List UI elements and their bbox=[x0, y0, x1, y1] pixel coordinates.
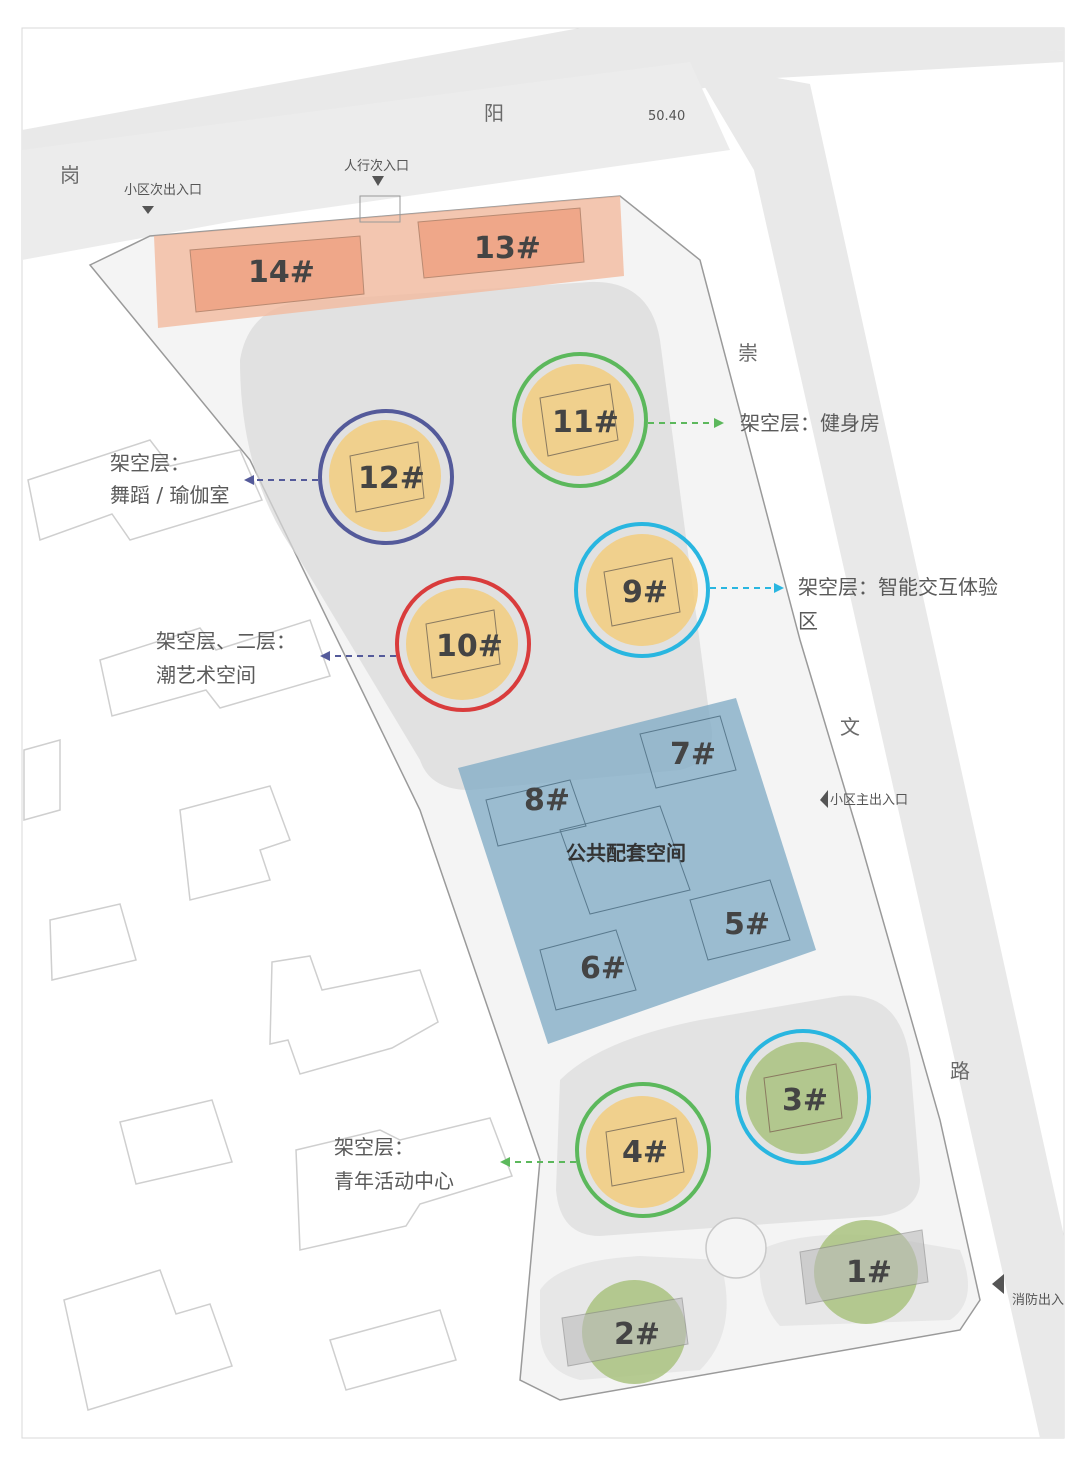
road-char-lu: 路 bbox=[950, 1059, 970, 1083]
building-9-label: 9# bbox=[622, 575, 668, 610]
east-road bbox=[690, 62, 1064, 1438]
ring-10 bbox=[395, 576, 531, 712]
neighbor-buildings bbox=[23, 439, 513, 1411]
building-6-label: 6# bbox=[580, 951, 626, 986]
building-13-label: 13# bbox=[474, 231, 541, 266]
road-char-chong: 崇 bbox=[738, 341, 758, 365]
building-5-label: 5# bbox=[724, 907, 770, 942]
building-8-label: 8# bbox=[524, 783, 570, 818]
tower-footprints-grey bbox=[561, 1229, 929, 1367]
pedestrian-entrance-label: 人行次入口 bbox=[344, 158, 409, 174]
annotation-10-line1: 架空层、二层： bbox=[156, 629, 296, 653]
gate-box bbox=[359, 195, 401, 223]
building-10-label: 10# bbox=[436, 629, 503, 664]
roundabout bbox=[705, 1217, 767, 1279]
fill-12 bbox=[329, 420, 441, 532]
center-facility-label: 公共配套空间 bbox=[566, 841, 686, 865]
building-11-label: 11# bbox=[552, 405, 619, 440]
center-facility-block bbox=[458, 698, 816, 1044]
road-char-gang: 岗 bbox=[60, 163, 80, 187]
fill-3 bbox=[746, 1042, 858, 1154]
building-1-label: 1# bbox=[846, 1255, 892, 1290]
ring-3 bbox=[735, 1029, 871, 1165]
secondary-entrance-label: 小区次出入口 bbox=[124, 182, 202, 198]
annotation-11: 架空层：健身房 bbox=[740, 411, 880, 435]
road-char-yang: 阳 bbox=[484, 101, 504, 125]
arrowhead-4 bbox=[500, 1157, 510, 1167]
arrowhead-12 bbox=[244, 475, 254, 485]
tiny-mark: 50.40 bbox=[648, 109, 685, 124]
arrowhead-10 bbox=[320, 651, 330, 661]
north-road bbox=[22, 28, 1064, 196]
band-building-outlines bbox=[189, 207, 585, 313]
leader-arrows bbox=[252, 422, 776, 1163]
north-road-main bbox=[22, 62, 730, 260]
road-char-wen: 文 bbox=[840, 715, 860, 739]
annotation-12-line2: 舞蹈 / 瑜伽室 bbox=[110, 483, 229, 507]
fire-entrance-label: 消防出入 bbox=[1012, 1292, 1064, 1308]
building-2-label: 2# bbox=[614, 1317, 660, 1352]
tower-footprints bbox=[349, 383, 843, 1187]
annotation-9-line2: 区 bbox=[798, 609, 818, 633]
arrowhead-9 bbox=[774, 583, 784, 593]
ring-9 bbox=[574, 522, 710, 658]
fill-10 bbox=[406, 588, 518, 700]
building-12-label: 12# bbox=[358, 461, 425, 496]
annotation-4-line1: 架空层： bbox=[334, 1135, 414, 1159]
fire-entrance-icon bbox=[992, 1274, 1004, 1294]
fill-4 bbox=[586, 1096, 698, 1208]
annotation-12-line1: 架空层： bbox=[110, 451, 190, 475]
ring-12 bbox=[318, 409, 454, 545]
building-3-label: 3# bbox=[782, 1083, 828, 1118]
building-14-label: 14# bbox=[248, 255, 315, 290]
entrance-markers bbox=[142, 176, 1004, 1294]
main-entrance-icon bbox=[820, 790, 828, 808]
building-7-label: 7# bbox=[670, 737, 716, 772]
ring-4 bbox=[575, 1082, 711, 1218]
center-building-outlines bbox=[485, 715, 791, 1011]
building-fills bbox=[329, 364, 918, 1384]
annotation-4-line2: 青年活动中心 bbox=[334, 1169, 454, 1193]
annotation-9-line1: 架空层：智能交互体验 bbox=[798, 575, 998, 599]
building-4-label: 4# bbox=[622, 1135, 668, 1170]
main-entrance-label: 小区主出入口 bbox=[830, 793, 908, 808]
pedestrian-entrance-icon bbox=[372, 176, 384, 186]
leader-arrowheads bbox=[244, 418, 784, 1167]
fill-11 bbox=[522, 364, 634, 476]
arrowhead-11 bbox=[714, 418, 724, 428]
annotation-10-line2: 潮艺术空间 bbox=[156, 663, 256, 687]
ring-11 bbox=[512, 352, 648, 488]
secondary-entrance-icon bbox=[142, 206, 154, 214]
building-rings bbox=[318, 352, 871, 1218]
fill-9 bbox=[586, 534, 698, 646]
